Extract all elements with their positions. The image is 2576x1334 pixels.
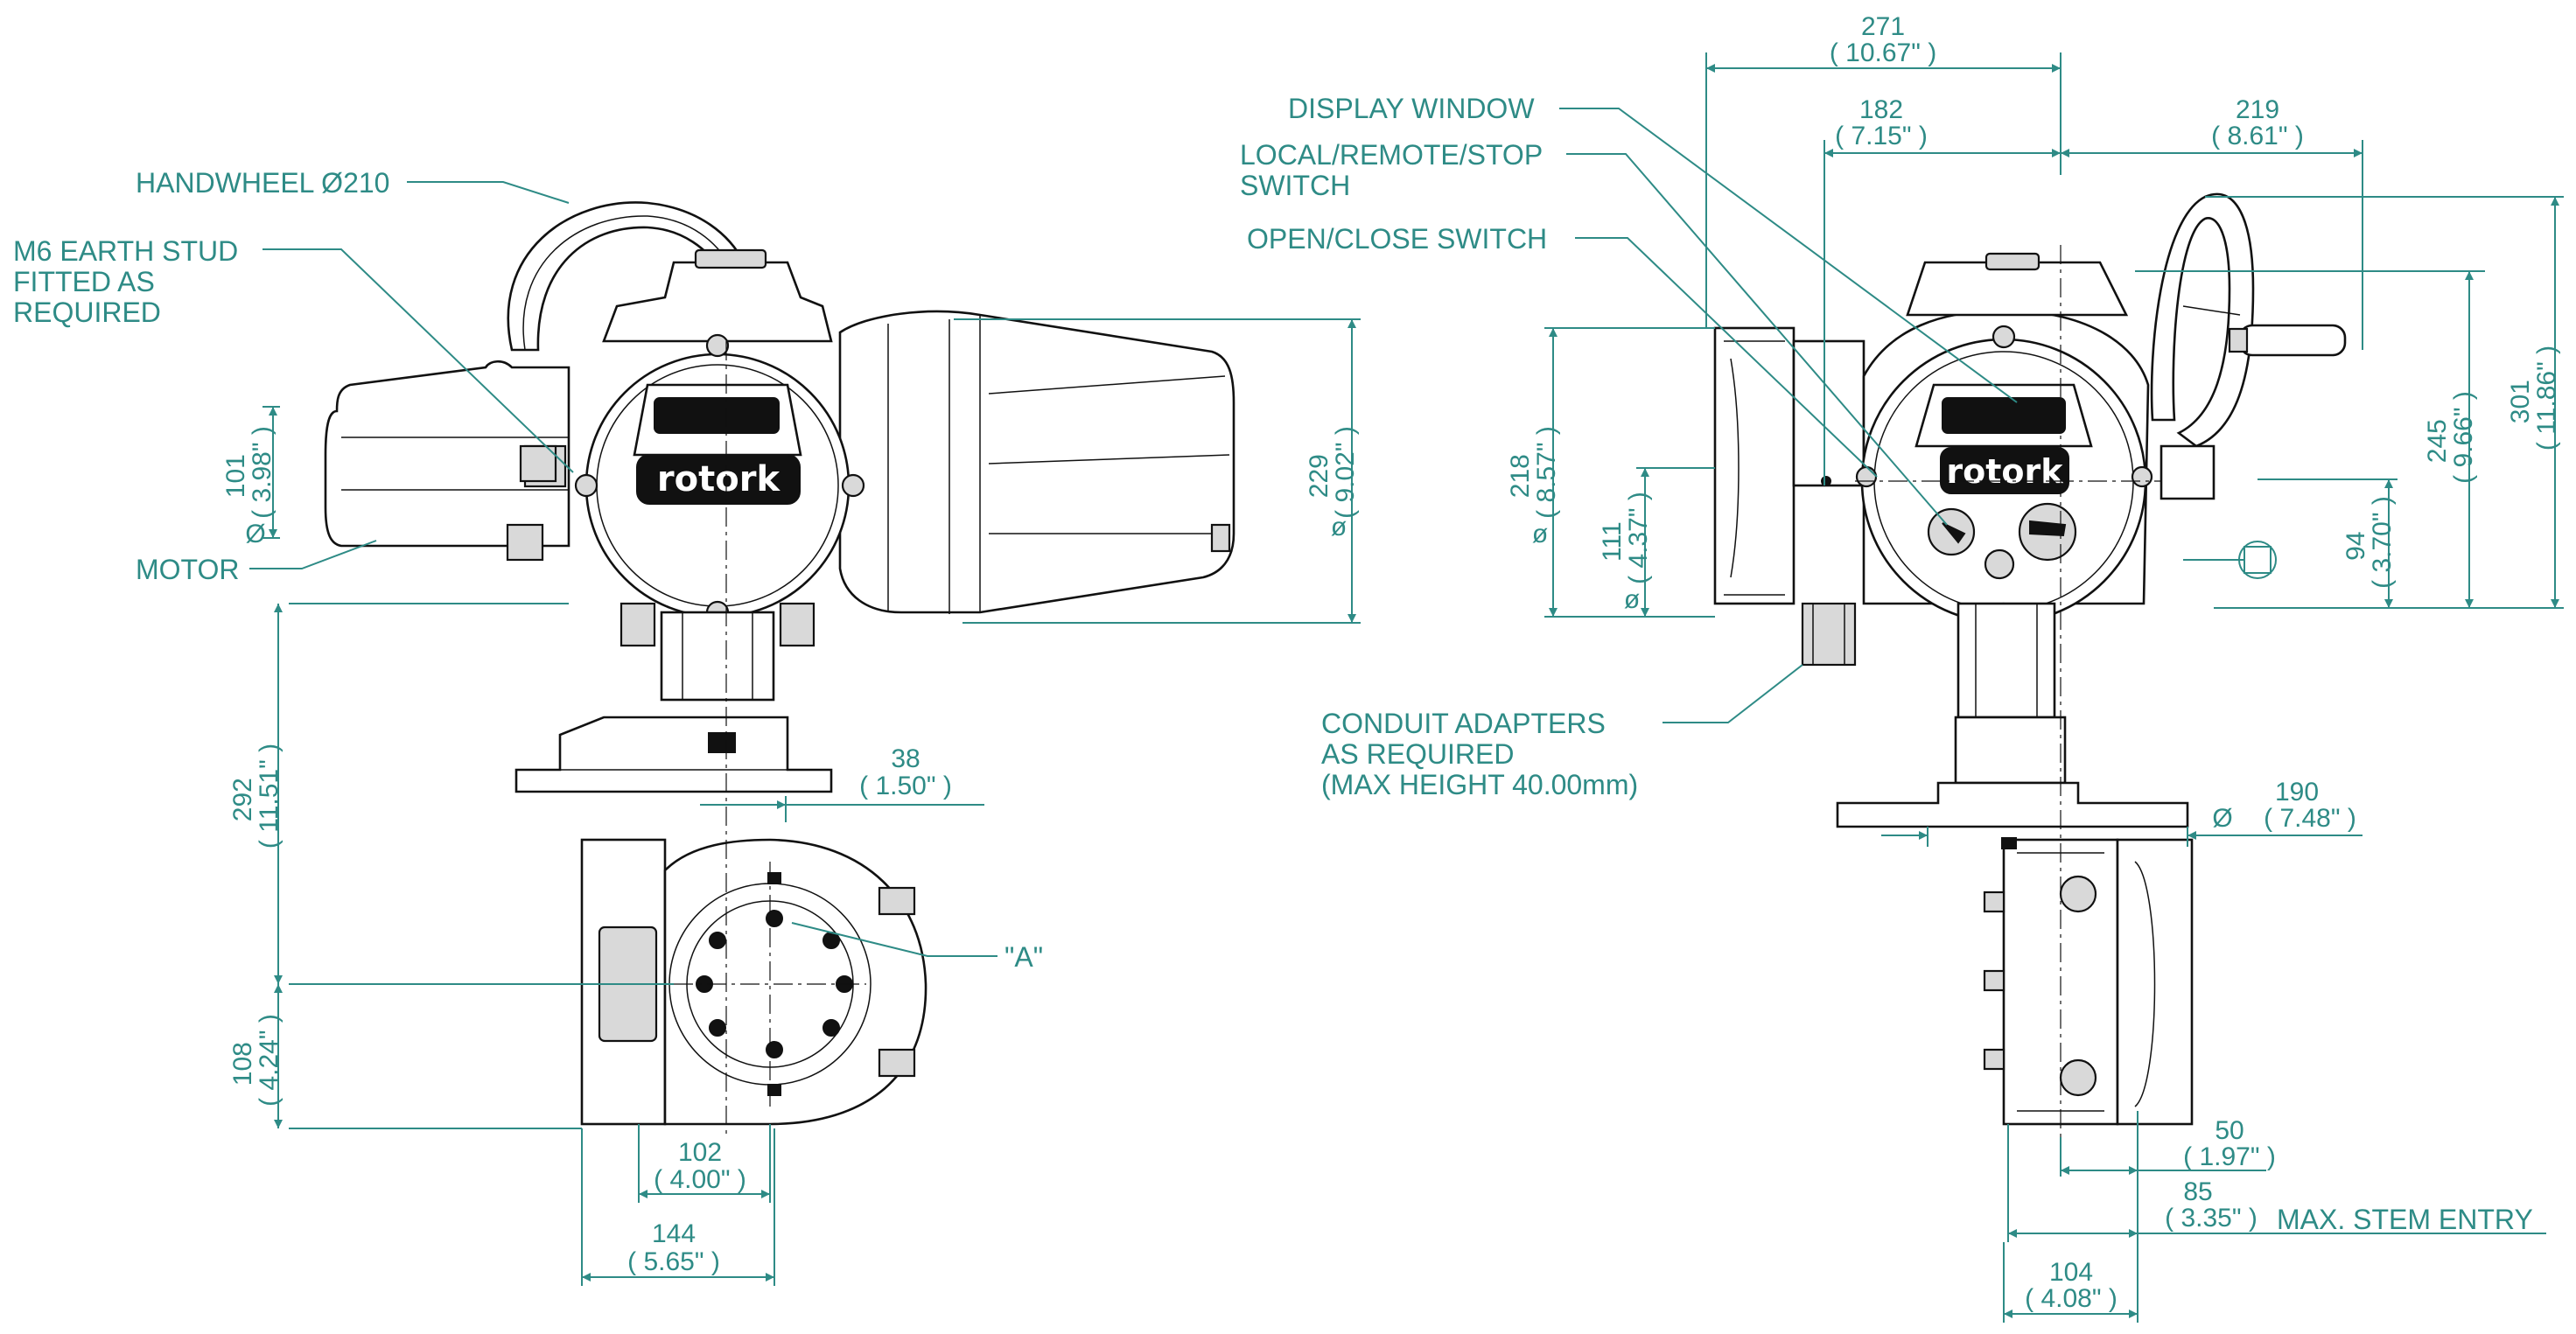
svg-text:101 ( 3.98" ): 101 ( 3.98" ) [221, 426, 276, 519]
dim-218-prefix: ø [1532, 520, 1548, 548]
dim-144-inch: ( 5.65" ) [627, 1247, 720, 1276]
main-housing-left: rotork [519, 333, 865, 625]
display-window-callout: DISPLAY WINDOW [1288, 93, 1535, 124]
handwheel-callout: HANDWHEEL Ø210 [136, 167, 389, 199]
dim-101-inch: ( 3.98" ) [248, 426, 276, 519]
top-cover-left [602, 248, 833, 343]
dim-94-inch: ( 3.70" ) [2368, 496, 2397, 589]
svg-text:229 ( 9.02" ): 229 ( 9.02" ) [1305, 426, 1360, 519]
dim-292-inch: ( 11.51" ) [255, 744, 284, 849]
dim-50-value: 50 [2215, 1116, 2244, 1145]
dim-301-value: 301 [2506, 380, 2535, 423]
dim-229-left: 229 ( 9.02" ) ø [954, 318, 1361, 624]
max-stem-entry-callout: MAX. STEM ENTRY [2277, 1204, 2533, 1235]
dim-101-prefix: Ø [245, 520, 265, 548]
svg-text:94 ( 3.70" ): 94 ( 3.70" ) [2342, 496, 2397, 589]
point-a-callout: "A" [1004, 941, 1043, 973]
svg-text:245 ( 9.66" ): 245 ( 9.66" ) [2423, 391, 2478, 484]
local-remote-stop-callout: LOCAL/REMOTE/STOP SWITCH [1240, 139, 1550, 201]
earth-stud-callout: M6 EARTH STUD FITTED AS REQUIRED [13, 235, 246, 328]
dim-219-inch: ( 8.61" ) [2211, 122, 2304, 150]
dim-190-prefix: Ø [2212, 804, 2232, 833]
gearbox-housing-left [838, 310, 1236, 614]
dim-101-value: 101 [221, 454, 250, 498]
couplings-left [620, 602, 816, 702]
dim-301-inch: ( 11.86" ) [2532, 346, 2561, 450]
svg-text:111 ( 4.37" ): 111 ( 4.37" ) [1598, 492, 1653, 584]
dim-219-right: 219 ( 8.61" ) [2061, 95, 2363, 350]
motor-callout: MOTOR [136, 554, 240, 585]
dim-190-inch: ( 7.48" ) [2264, 804, 2356, 833]
dim-108-inch: ( 4.24" ) [255, 1014, 284, 1107]
dim-38-left: 38 ( 1.50" ) [700, 744, 984, 822]
callouts-right: DISPLAY WINDOW LOCAL/REMOTE/STOP SWITCH … [1240, 93, 2533, 1235]
dim-144-left: 144 ( 5.65" ) [581, 1128, 775, 1286]
dim-271-right: 271 ( 10.67" ) [1705, 12, 2062, 328]
dim-245-inch: ( 9.66" ) [2449, 391, 2478, 484]
dim-104-inch: ( 4.08" ) [2025, 1284, 2118, 1313]
dim-50-right: 50 ( 1.97" ) [2060, 1111, 2276, 1177]
right-view: rotork [1240, 12, 2564, 1323]
dim-144-value: 144 [652, 1219, 696, 1248]
svg-text:301 ( 11.86" ): 301 ( 11.86" ) [2506, 346, 2561, 450]
svg-text:108 ( 4.24" ): 108 ( 4.24" ) [228, 1014, 284, 1107]
brand-logo-left: rotork [657, 459, 781, 499]
dim-245-value: 245 [2423, 419, 2452, 463]
dim-102-inch: ( 4.00" ) [654, 1165, 746, 1194]
dim-102-value: 102 [678, 1138, 722, 1167]
dim-229-inch: ( 9.02" ) [1331, 426, 1360, 519]
brand-logo-right: rotork [1946, 452, 2063, 491]
svg-text:292 ( 11.51" ): 292 ( 11.51" ) [228, 744, 284, 849]
dim-111-value: 111 [1598, 521, 1627, 562]
callouts-left: HANDWHEEL Ø210 M6 EARTH STUD FITTED AS R… [13, 167, 1043, 973]
conduit-adapter-right [1801, 602, 1857, 667]
dim-94-value: 94 [2342, 531, 2370, 560]
dim-85-right: 85 ( 3.35" ) [2007, 1124, 2546, 1242]
dim-292-left: 292 ( 11.51" ) [228, 603, 674, 985]
dim-102-left: 102 ( 4.00" ) [638, 1124, 771, 1203]
dim-38-inch: ( 1.50" ) [859, 772, 952, 800]
dim-245-right: 245 ( 9.66" ) [2135, 270, 2485, 609]
dim-108-value: 108 [228, 1042, 257, 1086]
dim-108-left: 108 ( 4.24" ) [228, 984, 582, 1129]
dim-104-value: 104 [2049, 1258, 2093, 1287]
dim-104-right: 104 ( 4.08" ) [2003, 1242, 2138, 1323]
dim-85-inch: ( 3.35" ) [2165, 1204, 2258, 1233]
dim-229-prefix: ø [1331, 513, 1347, 541]
dim-182-right: 182 ( 7.15" ) [1824, 95, 2061, 485]
dim-190-right: 190 ( 7.48" ) Ø [1881, 778, 2362, 847]
motor-end-cover-right [1713, 326, 1866, 605]
dim-111-prefix: ø [1624, 585, 1640, 614]
dim-101-left: 101 ( 3.98" ) Ø [221, 406, 280, 548]
lower-gearbox-left [580, 838, 928, 1126]
dim-301-right: 301 ( 11.86" ) [2205, 196, 2564, 609]
dim-50-inch: ( 1.97" ) [2183, 1142, 2276, 1171]
lower-gearbox-right [1983, 837, 2194, 1126]
dim-229-value: 229 [1305, 454, 1334, 498]
dim-219-value: 219 [2236, 95, 2279, 124]
dim-182-inch: ( 7.15" ) [1835, 122, 1928, 150]
dim-182-value: 182 [1859, 95, 1903, 124]
dim-218-right: 218 ( 8.57" ) ø [1506, 327, 1715, 618]
dim-190-value: 190 [2275, 778, 2319, 807]
dim-218-inch: ( 8.57" ) [1532, 426, 1561, 519]
dim-218-value: 218 [1506, 454, 1535, 498]
conduit-adapters-callout: CONDUIT ADAPTERS AS REQUIRED (MAX HEIGHT… [1321, 708, 1638, 800]
main-housing-right: rotork [1855, 252, 2153, 626]
dim-111-inch: ( 4.37" ) [1624, 492, 1653, 584]
dim-38-value: 38 [891, 744, 920, 773]
svg-text:218 ( 8.57" ): 218 ( 8.57" ) [1506, 426, 1561, 519]
dim-85-value: 85 [2183, 1177, 2212, 1206]
dim-94-right: 94 ( 3.70" ) [2258, 478, 2398, 608]
stem-base-right [1836, 602, 2189, 828]
left-view: rotork [13, 167, 1361, 1286]
dim-111-right: 111 ( 4.37" ) ø [1598, 467, 1715, 617]
dim-271-inch: ( 10.67" ) [1830, 38, 1936, 67]
dim-292-value: 292 [228, 778, 257, 821]
handwheel-right [2150, 192, 2347, 500]
open-close-callout: OPEN/CLOSE SWITCH [1247, 223, 1547, 255]
dim-271-value: 271 [1861, 12, 1905, 41]
thrust-base-left [514, 716, 833, 793]
